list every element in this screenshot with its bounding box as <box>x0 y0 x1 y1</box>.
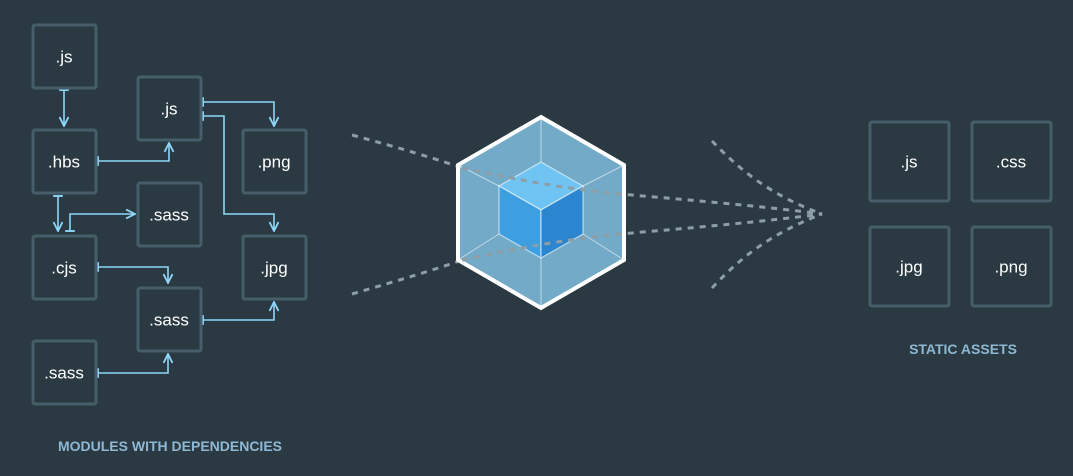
module-label: .cjs <box>51 259 77 278</box>
edge-js2-png <box>203 102 274 126</box>
module-sass-3: .sass <box>31 339 98 406</box>
input-flow-lines <box>351 133 463 296</box>
module-label: .jpg <box>260 259 287 278</box>
asset-label: .js <box>901 153 918 172</box>
asset-label: .jpg <box>895 258 922 277</box>
module-cjs: .cjs <box>31 234 98 301</box>
assets-caption: STATIC ASSETS <box>909 341 1017 357</box>
module-label: .sass <box>149 311 189 330</box>
asset-label: .png <box>994 258 1027 277</box>
asset-png: .png <box>970 225 1053 308</box>
module-hbs: .hbs <box>31 128 98 195</box>
flow-line-out-upper <box>710 139 823 216</box>
flow-line-through-bottom <box>461 212 823 262</box>
edge-sass2-jpg <box>203 302 274 320</box>
module-png: .png <box>241 128 308 195</box>
flow-line-in-bottom <box>351 258 463 296</box>
static-assets-group: .js .css .jpg .png <box>868 120 1053 308</box>
dependency-edges <box>58 90 274 373</box>
asset-css: .css <box>970 120 1053 203</box>
modules-caption: MODULES WITH DEPENDENCIES <box>58 438 282 454</box>
module-label: .js <box>161 100 178 119</box>
edge-cjs-sass1 <box>70 214 135 231</box>
webpack-cube-icon <box>456 114 626 311</box>
module-sass-1: .sass <box>136 181 203 248</box>
edge-sass3-sass2 <box>98 354 168 373</box>
edge-hbs-js2 <box>98 143 169 161</box>
flow-line-in-top <box>351 133 463 170</box>
module-label: .hbs <box>48 153 80 172</box>
asset-jpg: .jpg <box>868 225 951 308</box>
output-flow-lines <box>461 139 823 290</box>
module-sass-2: .sass <box>136 286 203 353</box>
module-label: .js <box>56 48 73 67</box>
asset-label: .css <box>996 153 1026 172</box>
module-label: .png <box>257 153 290 172</box>
edge-cjs-sass2 <box>98 267 168 283</box>
asset-js: .js <box>868 120 951 203</box>
module-group: .js .hbs .cjs .sass .js .sass <box>31 23 308 406</box>
flow-line-through-top <box>461 166 823 216</box>
edge-js2-jpg <box>203 116 274 231</box>
module-label: .sass <box>149 206 189 225</box>
module-jpg: .jpg <box>241 234 308 301</box>
flow-line-out-lower <box>710 212 823 290</box>
module-js-2: .js <box>136 75 203 142</box>
module-label: .sass <box>44 364 84 383</box>
module-js-1: .js <box>31 23 98 90</box>
